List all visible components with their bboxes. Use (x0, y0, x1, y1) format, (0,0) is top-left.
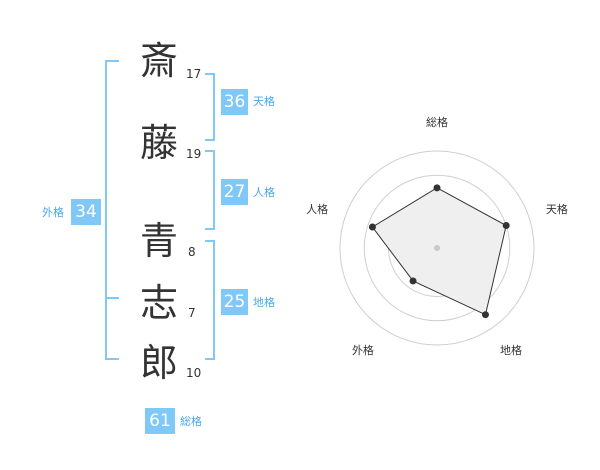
radar-points (368, 184, 510, 319)
gaikaku-bracket-top (105, 60, 119, 62)
radar-center-dot (434, 245, 440, 251)
radar-axis-label-5: 人格 (306, 202, 328, 216)
radar-point-5 (368, 223, 376, 231)
tenkaku-bracket-top (205, 73, 215, 75)
radar-point-4 (409, 277, 417, 285)
tenkaku-value-badge: 36 (221, 89, 248, 115)
radar-axis-label-3: 地格 (500, 343, 522, 357)
tenkaku-bracket-vertical (213, 73, 215, 141)
stroke-count-3: 8 (188, 245, 196, 259)
tenkaku-label: 天格 (253, 95, 275, 108)
radar-axis-label-4: 外格 (352, 343, 374, 357)
stroke-count-1: 17 (186, 67, 202, 81)
name-char-5: 郎 (140, 341, 179, 385)
chikaku-value-badge: 25 (221, 289, 248, 315)
jinkaku-bracket-top (205, 150, 215, 152)
stroke-count-5: 10 (186, 366, 202, 380)
radar-polygon (371, 187, 507, 316)
radar-point-3 (481, 311, 489, 319)
jinkaku-value-badge: 27 (221, 179, 248, 205)
gaikaku-bracket-middle (105, 297, 119, 299)
radar-point-1 (433, 184, 441, 192)
soukaku-label: 総格 (180, 415, 202, 428)
radar-axis-label-2: 天格 (546, 202, 568, 216)
name-char-3: 青 (140, 219, 179, 263)
chikaku-bracket-bottom (205, 358, 215, 360)
stroke-count-2: 19 (186, 147, 202, 161)
radar-point-2 (502, 222, 510, 230)
name-char-1: 斎 (140, 39, 179, 83)
name-char-4: 志 (140, 281, 179, 325)
soukaku-value-badge: 61 (145, 408, 175, 434)
jinkaku-bracket-vertical (213, 150, 215, 230)
chikaku-label: 地格 (253, 296, 275, 309)
tenkaku-bracket-bottom (205, 139, 215, 141)
gaikaku-bracket-bottom (105, 358, 119, 360)
chikaku-bracket-top (205, 240, 215, 242)
name-char-2: 藤 (140, 121, 179, 165)
jinkaku-bracket-bottom (205, 228, 215, 230)
gaikaku-bracket-vertical (105, 60, 107, 360)
stroke-count-4: 7 (188, 306, 196, 320)
radar-ring-1 (339, 150, 535, 346)
gaikaku-label: 外格 (42, 206, 64, 219)
gaikaku-value-badge: 34 (71, 199, 101, 225)
jinkaku-label: 人格 (253, 186, 275, 199)
radar-axis-label-1: 総格 (426, 115, 448, 129)
radar-ring-2 (363, 174, 511, 322)
chikaku-bracket-vertical (213, 240, 215, 360)
